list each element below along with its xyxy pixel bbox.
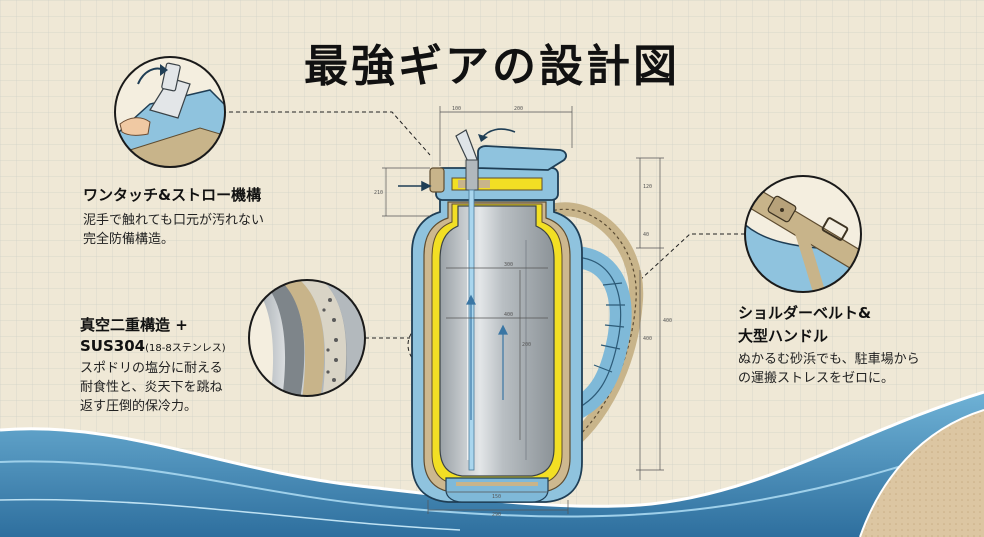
feature-vacuum: 真空二重構造 + SUS304(18-8ステンレス) スポドリの塩分に耐える 耐… [80, 314, 226, 416]
dimension-lines [382, 106, 664, 514]
dim-right-mid: 40 [643, 232, 649, 238]
feature-vacuum-line-3: 返す圧倒的保冷力。 [80, 399, 198, 414]
steel-inner-bottle [439, 205, 555, 477]
dim-right-full: 400 [663, 318, 672, 324]
feature-strap-line-1: ぬかるむ砂浜でも、駐車場から [738, 352, 920, 367]
feature-vacuum-heading: 真空二重構造 + [80, 316, 188, 334]
detail-circle-strap [744, 175, 862, 293]
feature-strap-line-2: の運搬ストレスをゼロに。 [738, 371, 895, 386]
feature-vacuum-material-sub: (18-8ステンレス) [145, 343, 226, 354]
dim-top-large: 200 [514, 106, 523, 112]
detail-circle-lid [114, 56, 226, 168]
feature-straw-line-1: 泥手で触れても口元が汚れない [83, 213, 264, 228]
dim-inner-mid: 400 [504, 312, 513, 318]
dim-top-small: 100 [452, 106, 461, 112]
feature-vacuum-heading-2: SUS304(18-8ステンレス) [80, 337, 226, 355]
dim-right-upper: 120 [643, 184, 652, 190]
detail-circle-vacuum [248, 279, 366, 397]
dim-inner-width: 300 [504, 262, 513, 268]
flip-cap [477, 145, 567, 171]
dim-lid-height: 210 [374, 190, 383, 196]
dim-handle-height: 400 [643, 336, 652, 342]
hinge-button [429, 167, 445, 193]
dim-base-inner: 150 [492, 494, 501, 500]
feature-vacuum-material: SUS304 [80, 337, 146, 355]
leader-lines [222, 111, 745, 339]
feature-strap-heading: ショルダーベルト& [738, 304, 872, 322]
feature-vacuum-line-1: スポドリの塩分に耐える [80, 361, 223, 376]
feature-straw-heading: ワンタッチ&ストロー機構 [83, 186, 262, 204]
feature-straw-line-2: 完全防備構造。 [83, 232, 175, 247]
feature-straw: ワンタッチ&ストロー機構 泥手で触れても口元が汚れない 完全防備構造。 [83, 184, 264, 249]
bottle-cross-section [398, 128, 644, 503]
feature-strap-heading-2: 大型ハンドル [738, 327, 829, 345]
dimension-labels: 100 200 210 120 40 400 400 300 400 200 1… [374, 106, 672, 518]
dim-base-outer: 290 [492, 512, 501, 518]
dim-inner-height: 200 [522, 342, 531, 348]
feature-strap: ショルダーベルト& 大型ハンドル ぬかるむ砂浜でも、駐車場から の運搬ストレスを… [738, 302, 920, 388]
page-title: 最強ギアの設計図 [304, 41, 680, 92]
feature-vacuum-line-2: 耐食性と、炎天下を跳ね [80, 380, 223, 395]
sand-beach [859, 409, 984, 537]
